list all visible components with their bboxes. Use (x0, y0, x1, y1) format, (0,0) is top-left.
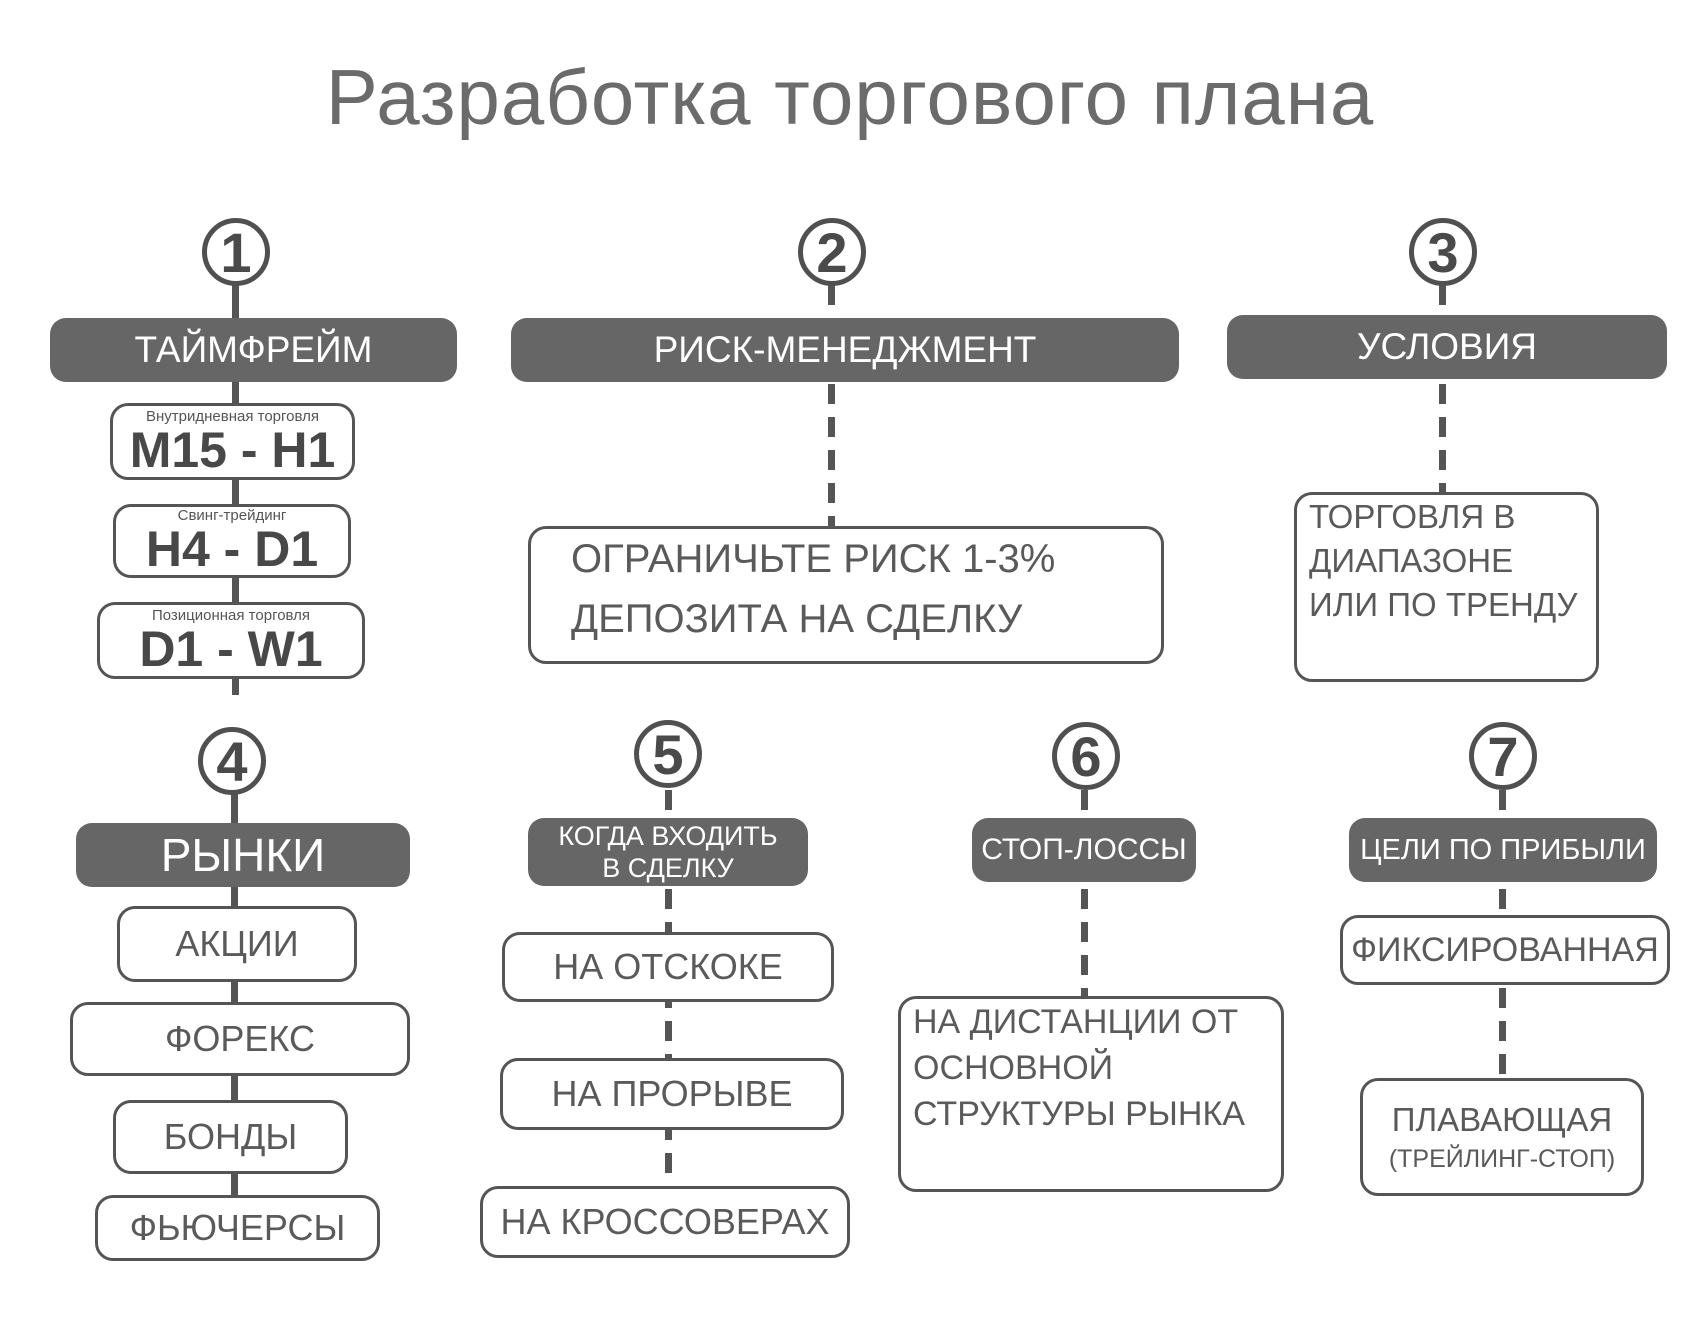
market-item: БОНДЫ (113, 1100, 348, 1174)
risk-management-box: ОГРАНИЧЬТЕ РИСК 1-3% ДЕПОЗИТА НА СДЕЛКУ (528, 526, 1164, 664)
profit-target-item: ФИКСИРОВАННАЯ (1340, 915, 1670, 985)
page-title: Разработка торгового плана (325, 53, 1375, 141)
entry-header-line: КОГДА ВХОДИТЬ (558, 821, 778, 851)
entry-item: НА ПРОРЫВЕ (500, 1058, 844, 1130)
markets-header: РЫНКИ (76, 823, 410, 887)
timeframe-value: D1 - W1 (139, 620, 323, 677)
risk-text-line: ДЕПОЗИТА НА СДЕЛКУ (571, 597, 1023, 641)
entry-item: НА ОТСКОКЕ (502, 932, 834, 1002)
timeframe-value: H4 - D1 (145, 521, 319, 577)
entry-header-line: В СДЕЛКУ (602, 853, 734, 883)
profit-target-line: (ТРЕЙЛИНГ-СТОП) (1388, 1145, 1616, 1173)
step-number-1: 1 (202, 218, 270, 286)
entry-item: НА КРОССОВЕРАХ (480, 1186, 850, 1258)
connector-dash (1081, 790, 1088, 1000)
step-number-4: 4 (198, 727, 266, 795)
connector-dash (1439, 285, 1446, 495)
timeframe-value: M15 - H1 (129, 421, 336, 478)
market-item: ФОРЕКС (70, 1002, 410, 1076)
timeframe-header: ТАЙМФРЕЙМ (50, 318, 457, 382)
risk-text-line: ОГРАНИЧЬТЕ РИСК 1-3% (571, 537, 1056, 581)
step-number-5: 5 (634, 720, 702, 788)
stop-loss-text-line: НА ДИСТАНЦИИ ОТ (913, 1003, 1239, 1041)
stop-loss-text-line: СТРУКТУРЫ РЫНКА (913, 1095, 1245, 1133)
profit-target-item: ПЛАВАЮЩАЯ (ТРЕЙЛИНГ-СТОП) (1360, 1078, 1644, 1196)
step-number-6: 6 (1052, 722, 1120, 790)
entry-header: КОГДА ВХОДИТЬ В СДЕЛКУ (528, 818, 808, 886)
stop-loss-box: НА ДИСТАНЦИИ ОТ ОСНОВНОЙ СТРУКТУРЫ РЫНКА (898, 996, 1284, 1192)
timeframe-caption: Позиционная торговля (151, 606, 311, 624)
timeframe-intraday: Внутридневная торговля M15 - H1 (110, 403, 355, 480)
step-number-3: 3 (1409, 218, 1477, 286)
stop-loss-text-line: ОСНОВНОЙ (913, 1049, 1114, 1087)
conditions-header: УСЛОВИЯ (1227, 315, 1667, 379)
step-number-7: 7 (1469, 722, 1537, 790)
step-number-2: 2 (798, 218, 866, 286)
risk-management-header: РИСК-МЕНЕДЖМЕНТ (511, 318, 1179, 382)
conditions-box: ТОРГОВЛЯ В ДИАПАЗОНЕ ИЛИ ПО ТРЕНДУ (1294, 492, 1599, 682)
conditions-text-line: ТОРГОВЛЯ В (1309, 498, 1516, 535)
conditions-text-line: ДИАПАЗОНЕ (1309, 542, 1514, 579)
timeframe-swing: Свинг-трейдинг H4 - D1 (113, 504, 351, 578)
timeframe-caption: Внутридневная торговля (145, 407, 319, 425)
connector-line (232, 285, 239, 695)
stop-loss-header: СТОП-ЛОССЫ (972, 818, 1196, 882)
market-item: АКЦИИ (117, 906, 357, 982)
profit-target-line: ПЛАВАЮЩАЯ (1391, 1101, 1613, 1138)
timeframe-position: Позиционная торговля D1 - W1 (97, 602, 365, 679)
profit-targets-header: ЦЕЛИ ПО ПРИБЫЛИ (1349, 818, 1657, 882)
timeframe-caption: Свинг-трейдинг (177, 507, 287, 524)
connector-dash (828, 285, 835, 530)
market-item: ФЬЮЧЕРСЫ (95, 1195, 380, 1261)
conditions-text-line: ИЛИ ПО ТРЕНДУ (1309, 586, 1578, 623)
